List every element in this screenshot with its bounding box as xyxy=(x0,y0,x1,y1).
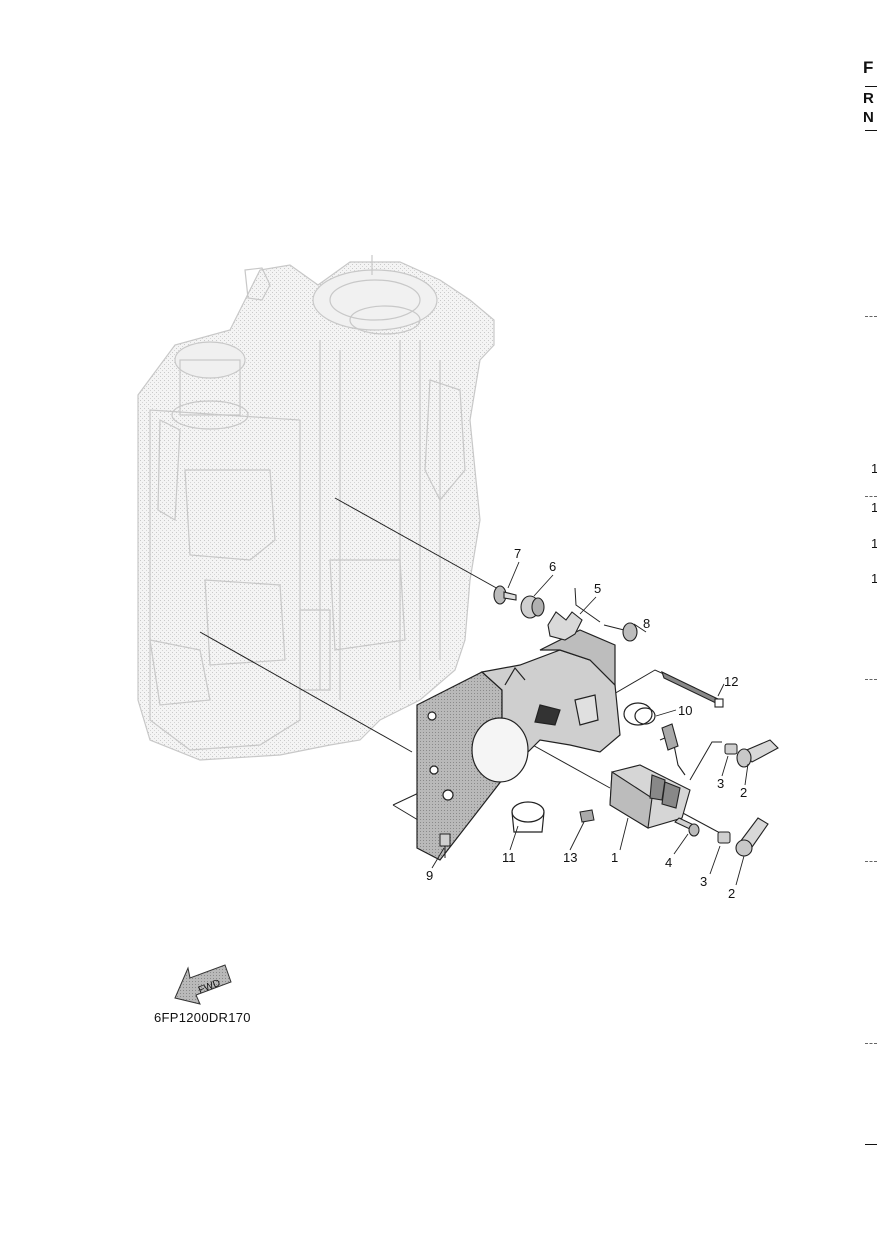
part-13-fitting xyxy=(579,809,595,823)
edge-number-4: 1 xyxy=(871,571,877,586)
part-4-bolt xyxy=(674,817,700,837)
part-3-collar-lower xyxy=(717,831,731,844)
engine-block-outline xyxy=(137,255,495,761)
mounting-bracket xyxy=(416,629,621,861)
part-11-hose-clamp xyxy=(511,801,545,833)
edge-number-1: 1 xyxy=(871,461,877,476)
callout-3-lower: 3 xyxy=(700,874,707,889)
callout-2-upper: 2 xyxy=(740,785,747,800)
edge-letter-n: N xyxy=(863,109,874,126)
callout-8: 8 xyxy=(643,616,650,631)
forward-direction-arrow: FWD xyxy=(174,964,232,1005)
part-6-grommet xyxy=(520,595,545,619)
edge-rule-bottom xyxy=(865,1144,877,1145)
edge-dash-2 xyxy=(865,496,877,497)
callout-1: 1 xyxy=(611,850,618,865)
part-5-clamp xyxy=(547,611,583,641)
callout-13: 13 xyxy=(563,850,577,865)
callout-9: 9 xyxy=(426,868,433,883)
callout-leaders xyxy=(431,561,749,886)
part-1-switch-assembly xyxy=(609,723,691,829)
callout-4: 4 xyxy=(665,855,672,870)
callout-6: 6 xyxy=(549,559,556,574)
part-10-hose-clamp xyxy=(623,702,656,726)
edge-rule-sub xyxy=(865,130,877,131)
part-12-pin xyxy=(661,670,724,708)
figure-code: 6FP1200DR170 xyxy=(154,1010,251,1025)
callout-11: 11 xyxy=(502,850,516,865)
part-7-bolt xyxy=(493,585,517,605)
edge-letter-r: R xyxy=(863,90,874,107)
callout-12: 12 xyxy=(724,674,738,689)
callout-7: 7 xyxy=(514,546,521,561)
edge-number-3: 1 xyxy=(871,536,877,551)
part-2-bolt-lower xyxy=(735,817,769,857)
edge-dash-4 xyxy=(865,861,877,862)
part-2-bolt-upper xyxy=(736,739,779,768)
part-3-collar-upper xyxy=(724,743,738,755)
edge-rule-top xyxy=(865,86,877,87)
callout-3-upper: 3 xyxy=(717,776,724,791)
callout-5: 5 xyxy=(594,581,601,596)
callout-2-lower: 2 xyxy=(728,886,735,901)
part-8-washer-screw xyxy=(603,622,638,642)
edge-number-2: 1 xyxy=(871,500,877,515)
edge-letter-f: F xyxy=(863,58,874,77)
edge-dash-3 xyxy=(865,679,877,680)
edge-dash-5 xyxy=(865,1043,877,1044)
part-9-bolt xyxy=(439,833,451,858)
edge-dash-1 xyxy=(865,316,877,317)
callout-10: 10 xyxy=(678,703,692,718)
